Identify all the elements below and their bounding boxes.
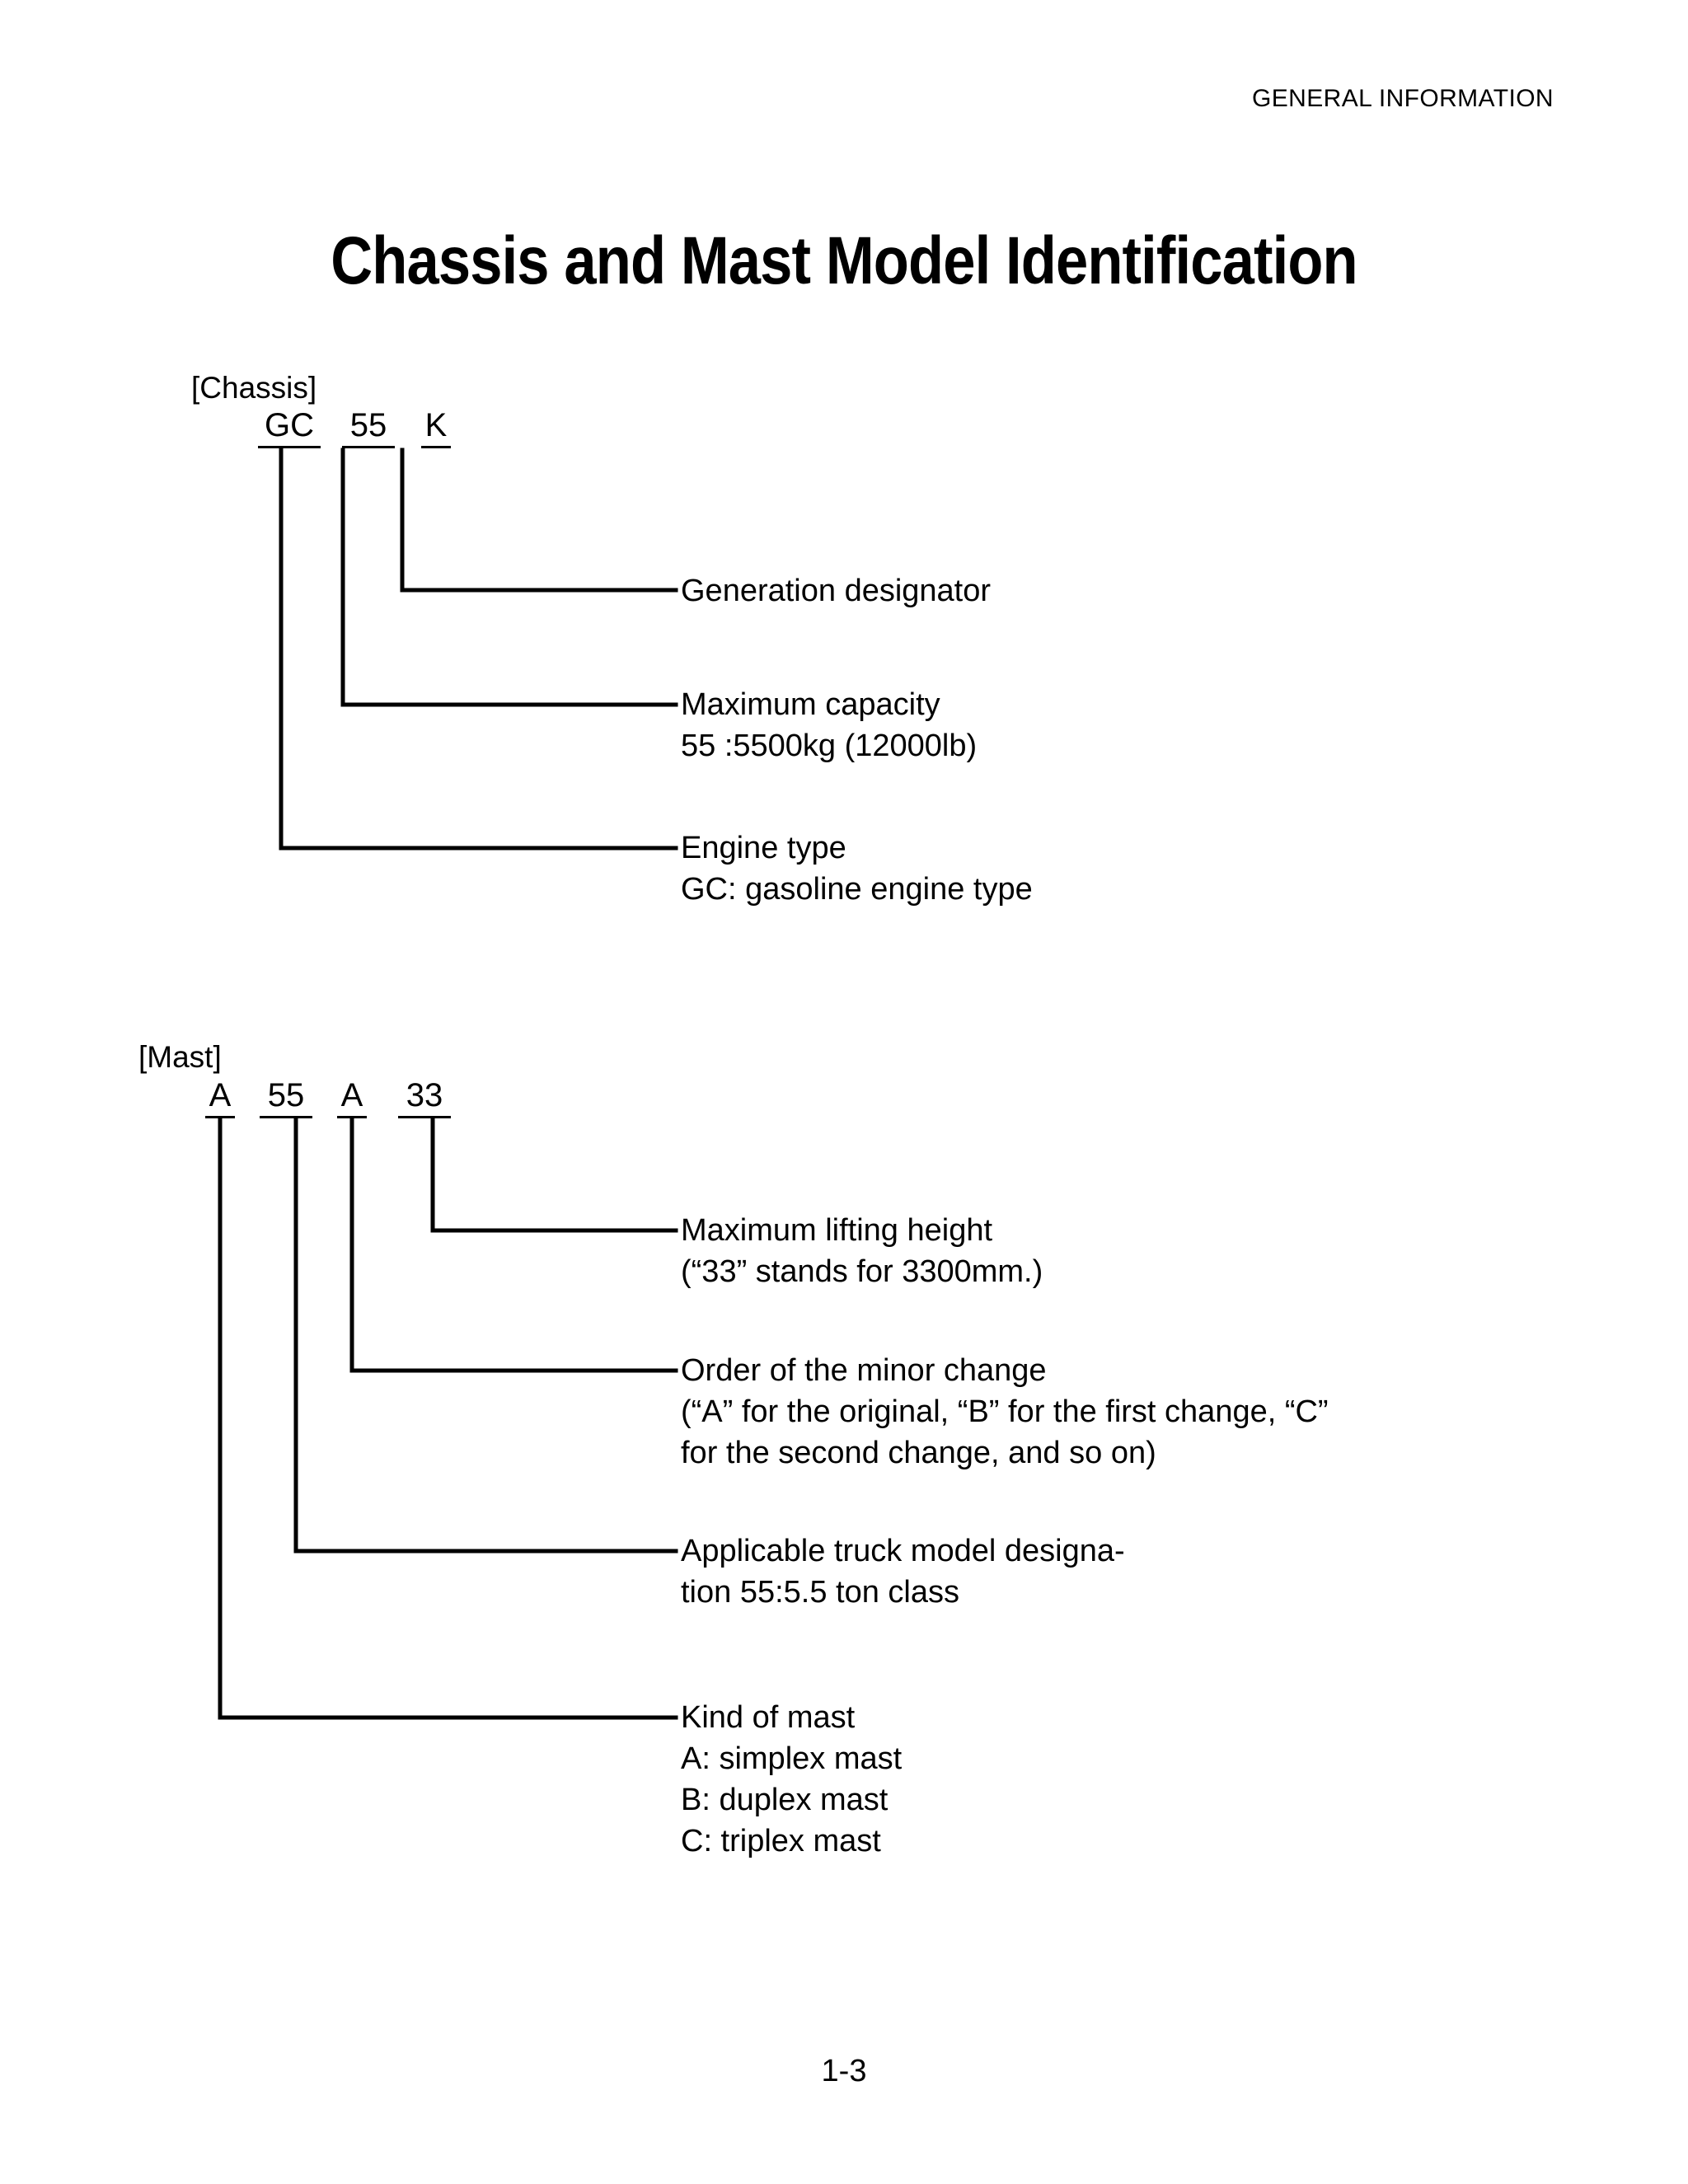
callout-generation-heading: Generation designator [681, 574, 992, 608]
callout-maximum-capacity: Maximum capacity 55 :5500kg (12000lb) [681, 684, 977, 766]
callout-minor-change-detail-line-1: (“A” for the original, “B” for the first… [681, 1394, 1329, 1429]
leader-line-generation [400, 448, 678, 593]
running-header: GENERAL INFORMATION [1252, 85, 1554, 112]
callout-kind-of-mast: Kind of mast A: simplex mast B: duplex m… [681, 1697, 902, 1862]
callout-kind-of-mast-heading: Kind of mast [681, 1700, 856, 1735]
mast-code-segment-truck-model: 55 [260, 1077, 312, 1118]
callout-order-of-minor-change: Order of the minor change (“A” for the o… [681, 1350, 1329, 1474]
callout-truck-model-detail: tion 55:5.5 ton class [681, 1575, 959, 1610]
leader-line-lift-height [430, 1118, 678, 1233]
chassis-model-code: GC 55 K [258, 407, 451, 448]
leader-line-capacity [340, 448, 678, 707]
leader-line-truck-model [293, 1118, 678, 1554]
chassis-code-segment-max-capacity: 55 [342, 407, 395, 448]
leader-line-engine-type [279, 448, 678, 851]
leader-line-minor-change [349, 1118, 678, 1373]
callout-engine-detail: GC: gasoline engine type [681, 872, 1033, 907]
leader-line-kind-of-mast [218, 1118, 678, 1720]
callout-minor-change-detail-line-2: for the second change, and so on) [681, 1436, 1156, 1470]
callout-minor-change-heading: Order of the minor change [681, 1353, 1047, 1388]
callout-truck-model-heading: Applicable truck model designa- [681, 1534, 1125, 1568]
callout-engine-heading: Engine type [681, 831, 846, 865]
page-title: Chassis and Mast Model Identification [331, 223, 1357, 298]
callout-applicable-truck-model: Applicable truck model designa- tion 55:… [681, 1530, 1125, 1613]
callout-engine-type: Engine type GC: gasoline engine type [681, 827, 1033, 910]
page-number: 1-3 [821, 2054, 867, 2088]
callout-generation-designator: Generation designator [681, 570, 991, 612]
mast-code-segment-lift-height: 33 [398, 1077, 451, 1118]
mast-code-segment-kind-of-mast: A [205, 1077, 235, 1118]
callout-kind-of-mast-option-c: C: triplex mast [681, 1824, 881, 1858]
callout-maximum-lifting-height: Maximum lifting height (“33” stands for … [681, 1210, 1043, 1292]
callout-kind-of-mast-option-b: B: duplex mast [681, 1783, 889, 1817]
callout-capacity-heading: Maximum capacity [681, 687, 940, 722]
callout-capacity-detail: 55 :5500kg (12000lb) [681, 729, 978, 763]
callout-kind-of-mast-option-a: A: simplex mast [681, 1741, 903, 1776]
mast-model-code: A 55 A 33 [205, 1077, 451, 1118]
mast-code-segment-minor-change: A [337, 1077, 367, 1118]
callout-lift-height-detail: (“33” stands for 3300mm.) [681, 1254, 1043, 1289]
chassis-code-segment-engine-type: GC [258, 407, 321, 448]
chassis-code-segment-generation: K [421, 407, 451, 448]
callout-lift-height-heading: Maximum lifting height [681, 1213, 993, 1248]
chassis-section-label: [Chassis] [191, 371, 317, 405]
mast-section-label: [Mast] [138, 1040, 222, 1074]
